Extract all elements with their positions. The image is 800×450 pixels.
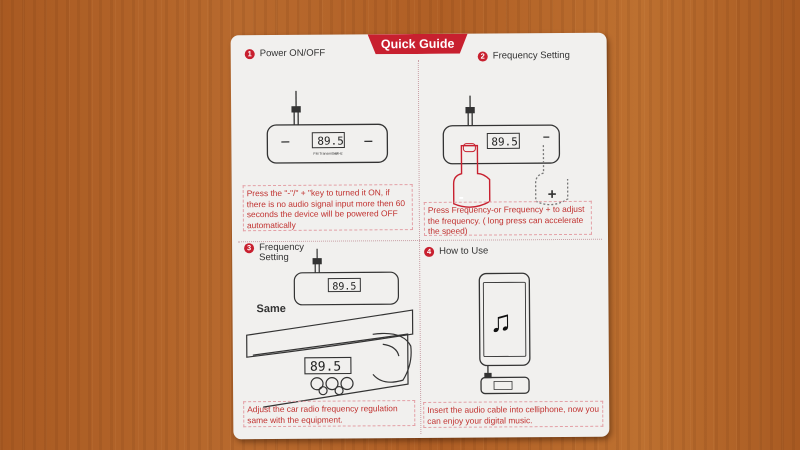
step-3-radio-display: 89.5 (310, 360, 341, 375)
illustrations: 89.5 FM Transmitter MHz 89.5 - + (246, 90, 569, 408)
quick-guide-card: Quick Guide 1 Power ON/OFF 2 Frequency S… (230, 32, 610, 440)
step-3-instruction: Adjust the car radio frequency regulatio… (243, 400, 416, 428)
minus-symbol: - (459, 189, 464, 206)
step-3-transmitter-display: 89.5 (332, 281, 356, 292)
step-2-instruction: Press Frequency-or Frequency + to adjust… (423, 200, 592, 236)
step-2-display-value: 89.5 (491, 135, 518, 148)
plus-symbol: + (548, 186, 557, 203)
same-label: Same (256, 302, 286, 316)
step-3-car-radio-illustration (246, 248, 414, 408)
step-1-device-caption: FM Transmitter (313, 152, 337, 156)
music-note-icon: ♫ (489, 305, 512, 338)
step-1-display-value: 89.5 (317, 135, 344, 148)
step-1-device-unit: MHz (335, 152, 342, 156)
step-4-phone-illustration (478, 272, 531, 395)
step-2-transmitter-illustration (442, 95, 569, 208)
step-1-transmitter-illustration (266, 90, 389, 164)
step-1-instruction: Press the "-"/" + "key to turned it ON, … (242, 184, 413, 232)
step-4-instruction: Insert the audio cable into celliphone, … (423, 400, 604, 428)
